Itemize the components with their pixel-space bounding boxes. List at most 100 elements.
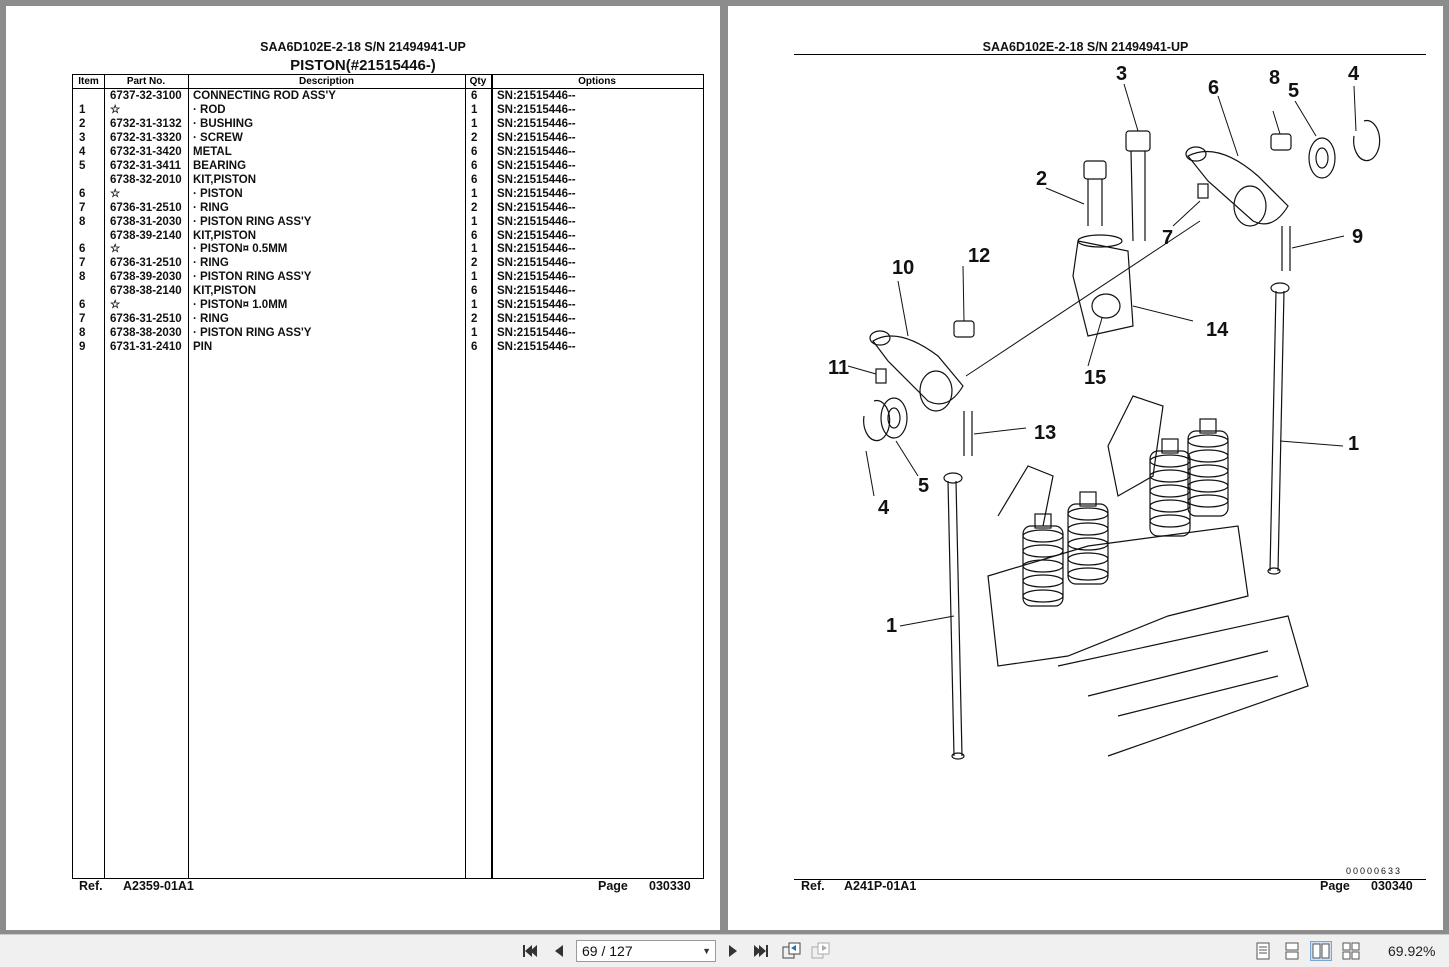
section-title: PISTON(#21515446-) [290, 57, 436, 74]
page-label: Page [1320, 879, 1350, 893]
part-number-cell: 6731-31-2410 [110, 341, 182, 354]
part-number-cell: 6738-31-2030 [110, 215, 182, 228]
part-number-cell: 6738-38-2140 [110, 285, 182, 298]
qty-cell: 6 [471, 173, 478, 186]
cap-11 [875, 368, 887, 384]
options-cell: SN:21515446-- [497, 103, 576, 116]
valve-spring-right-2 [1187, 418, 1229, 517]
document-viewport[interactable]: SAA6D102E-2-18 S/N 21494941-UP PISTON(#2… [0, 0, 1449, 934]
adjusting-screw-13 [963, 411, 973, 456]
facing-icon[interactable] [1310, 941, 1332, 961]
part-number-cell: 6732-31-3320 [110, 131, 182, 144]
description-cell: · PISTON RING ASS'Y [193, 271, 312, 284]
valve-spring-left-2 [1067, 491, 1109, 585]
valve-spring-right-1 [1149, 438, 1191, 537]
description-cell: · PISTON RING ASS'Y [193, 327, 312, 340]
back-view-icon[interactable] [781, 941, 803, 961]
item-cell: 7 [79, 313, 86, 326]
item-cell: 5 [79, 159, 86, 172]
ref-label: Ref. [801, 879, 825, 893]
part-number-cell: ☆ [110, 103, 121, 116]
description-cell: PIN [193, 341, 213, 354]
options-cell: SN:21515446-- [497, 257, 576, 270]
callout-number: 11 [828, 357, 849, 379]
item-cell: 6 [79, 243, 86, 256]
options-cell: SN:21515446-- [497, 215, 576, 228]
description-cell: · RING [193, 201, 229, 214]
zoom-level[interactable]: 69.92% [1388, 943, 1436, 959]
part-number-cell: 6738-39-2030 [110, 271, 182, 284]
next-page-icon[interactable] [722, 941, 744, 961]
cylinder-head-outline [987, 525, 1249, 667]
continuous-facing-icon[interactable] [1340, 941, 1362, 961]
options-cell: SN:21515446-- [497, 131, 576, 144]
snap-ring-left [863, 399, 891, 442]
continuous-icon[interactable] [1281, 941, 1303, 961]
single-page-icon[interactable] [1252, 941, 1274, 961]
callout-number: 1 [1348, 433, 1359, 455]
bolt-3 [1125, 130, 1151, 242]
qty-cell: 1 [471, 117, 478, 130]
options-cell: SN:21515446-- [497, 145, 576, 158]
qty-cell: 2 [471, 313, 478, 326]
page-number: 030330 [649, 879, 691, 893]
page-number-field[interactable]: 69 / 127 ▼ [576, 940, 716, 962]
callout-number: 4 [1348, 63, 1360, 85]
item-cell: 6 [79, 187, 86, 200]
qty-cell: 1 [471, 243, 478, 256]
item-cell: 8 [79, 215, 86, 228]
washer-left [880, 397, 908, 439]
part-number-cell: ☆ [110, 187, 121, 200]
item-cell: 4 [79, 145, 86, 158]
first-page-icon[interactable] [519, 941, 541, 961]
callout-number: 2 [1036, 168, 1047, 190]
prev-page-icon[interactable] [548, 941, 570, 961]
valve-spring-left-1 [1022, 513, 1064, 607]
forward-view-icon[interactable] [810, 941, 832, 961]
qty-cell: 2 [471, 201, 478, 214]
part-number-cell: ☆ [110, 243, 121, 256]
item-cell: 3 [79, 131, 86, 144]
qty-cell: 6 [471, 90, 478, 102]
part-number-cell: 6736-31-2510 [110, 257, 182, 270]
cap-7 [1197, 183, 1209, 199]
part-number-cell: 6737-32-3100 [110, 90, 182, 102]
part-number-cell: 6736-31-2510 [110, 313, 182, 326]
description-cell: BEARING [193, 159, 247, 172]
description-cell: · PISTON RING ASS'Y [193, 215, 312, 228]
last-page-icon[interactable] [750, 941, 772, 961]
rocker-arm-right [1187, 150, 1289, 225]
options-cell: SN:21515446-- [497, 299, 576, 312]
part-number-cell: 6732-31-3132 [110, 117, 182, 130]
nut-8 [1270, 133, 1292, 151]
rocker-bracket [1072, 240, 1134, 337]
qty-cell: 1 [471, 327, 478, 340]
callout-number: 1 [886, 615, 897, 637]
ref-code: A2359-01A1 [123, 879, 194, 893]
qty-cell: 6 [471, 285, 478, 298]
callout-number: 8 [1269, 67, 1280, 89]
dropdown-arrow-icon[interactable]: ▼ [702, 946, 711, 956]
nut-12 [953, 320, 975, 338]
callout-number: 9 [1352, 226, 1363, 248]
qty-cell: 2 [471, 257, 478, 270]
description-cell: KIT,PISTON [193, 285, 257, 298]
qty-cell: 6 [471, 229, 478, 242]
item-cell: 6 [79, 299, 86, 312]
item-cell: 8 [79, 327, 86, 340]
washer-right [1308, 137, 1336, 179]
illustration-page: SAA6D102E-2-18 S/N 21494941-UP [728, 6, 1443, 930]
item-cell: 2 [79, 117, 86, 130]
part-number-cell: 6738-38-2030 [110, 327, 182, 340]
